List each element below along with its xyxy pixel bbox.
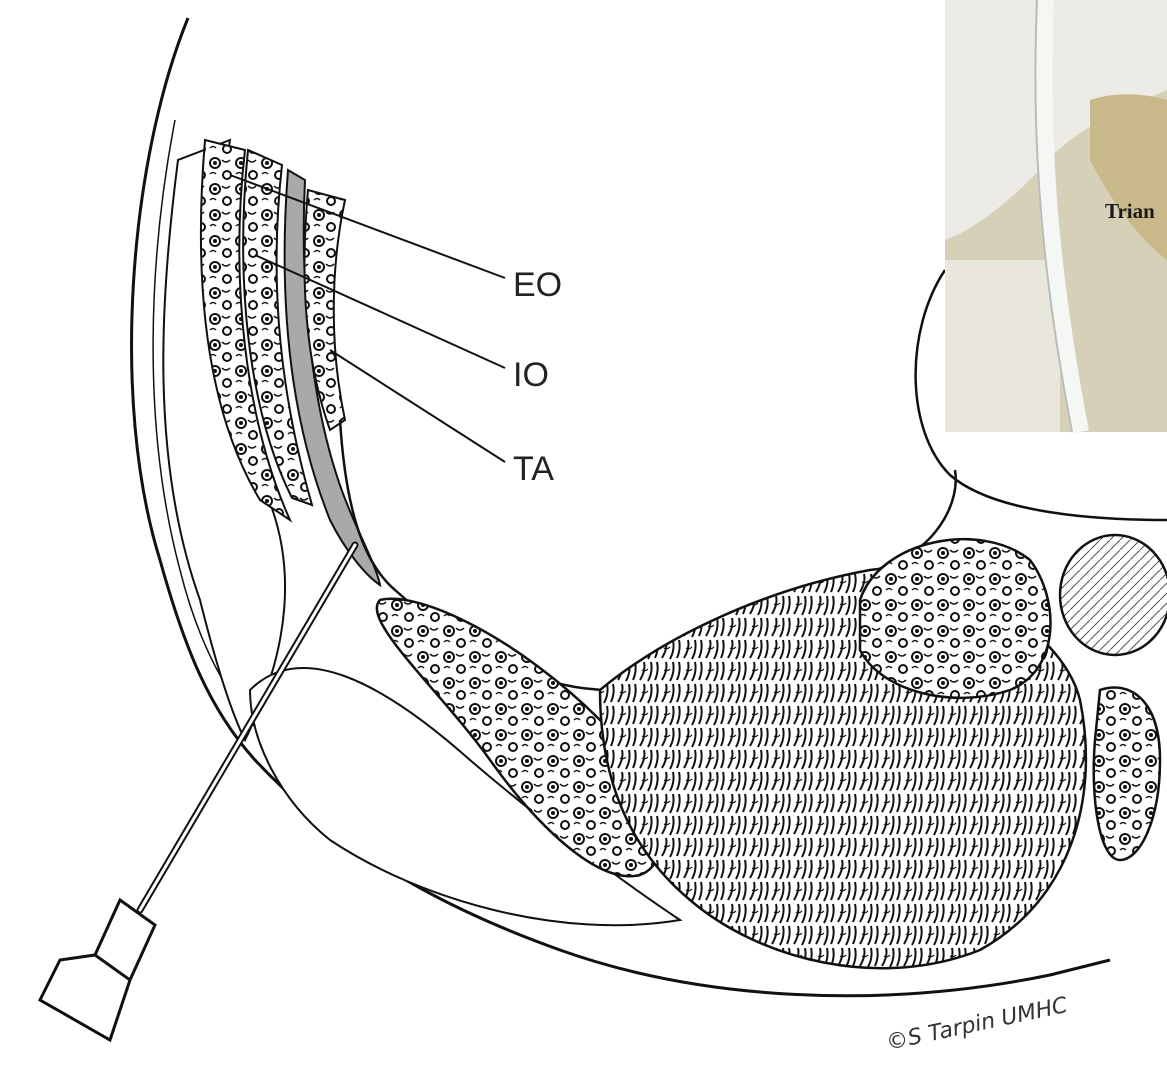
label-eo: EO (513, 266, 562, 304)
photo-label: Trian (1105, 199, 1155, 223)
photo-inset: Trian (945, 0, 1167, 432)
syringe-hub (40, 900, 155, 1040)
ta-leader-line (330, 350, 505, 462)
vertebra-upper (860, 539, 1050, 698)
artist-signature: ©S Tarpin UMHC (884, 993, 1070, 1056)
label-ta: TA (513, 450, 554, 488)
label-io: IO (513, 356, 549, 394)
